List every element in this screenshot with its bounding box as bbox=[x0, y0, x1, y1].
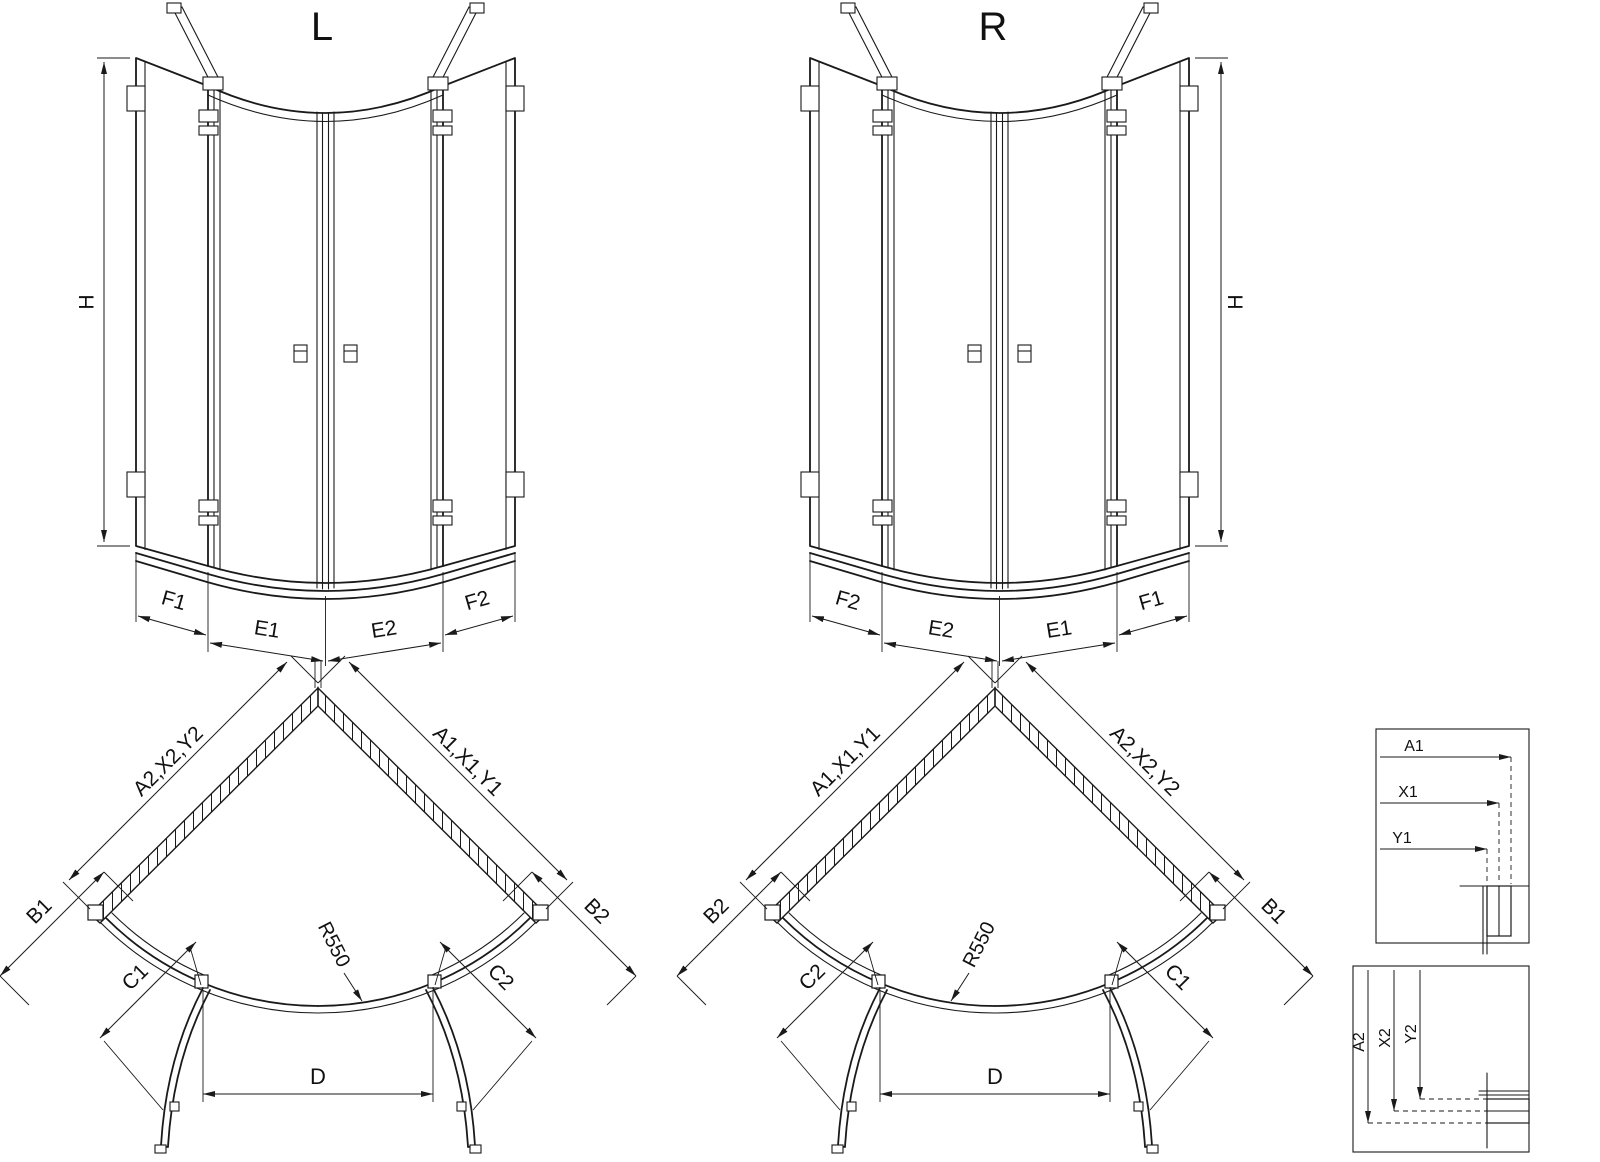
front-left-geometry bbox=[97, 3, 524, 666]
plan-right-entry-label: D bbox=[987, 1064, 1003, 1089]
detail-x1-label: X1 bbox=[1398, 784, 1418, 801]
detail-a2-label: A2 bbox=[1351, 1032, 1368, 1052]
front-left-e1-label: E1 bbox=[253, 616, 282, 643]
front-left-f2-label: F2 bbox=[462, 586, 492, 615]
detail-vertical-border bbox=[1352, 965, 1530, 1153]
plan-view-left: A2,X2,Y2 A1,X1,Y1 B1 B2 C1 C2 R550 D bbox=[0, 656, 636, 1153]
plan-right-b1-label: B1 bbox=[1256, 894, 1290, 928]
plan-left-radius-label: R550 bbox=[313, 918, 354, 971]
detail-vertical: A2 X2 Y2 bbox=[1351, 965, 1530, 1153]
plan-right-radius-label: R550 bbox=[959, 918, 1000, 971]
detail-y2-label: Y2 bbox=[1403, 1024, 1420, 1044]
front-view-right: R H F2 E2 E1 F1 bbox=[801, 3, 1248, 666]
plan-right-wall-right-label: A2,X2,Y2 bbox=[1105, 722, 1184, 801]
plan-left-b1-label: B1 bbox=[22, 894, 56, 928]
front-view-left: L H F1 E1 E2 F2 bbox=[76, 3, 524, 666]
front-right-f1-label: F1 bbox=[1136, 586, 1166, 615]
front-right-h-label: H bbox=[1225, 294, 1248, 309]
plan-left-b2-label: B2 bbox=[579, 894, 613, 928]
plan-left-entry-label: D bbox=[310, 1064, 326, 1089]
plan-view-right: A1,X1,Y1 A2,X2,Y2 B2 B1 C2 C1 R550 D bbox=[677, 656, 1313, 1153]
front-left-f1-label: F1 bbox=[159, 586, 189, 615]
front-right-e2-label: E2 bbox=[927, 616, 956, 643]
detail-y1-label: Y1 bbox=[1392, 830, 1412, 847]
front-right-f2-label: F2 bbox=[833, 586, 863, 615]
detail-horizontal-border bbox=[1375, 728, 1530, 944]
plan-right-wall-left-label: A1,X1,Y1 bbox=[806, 722, 885, 801]
front-right-title: R bbox=[979, 5, 1008, 49]
plan-left-wall-right-label: A1,X1,Y1 bbox=[428, 722, 507, 801]
plan-right-b2-label: B2 bbox=[699, 894, 733, 928]
front-right-geometry bbox=[801, 3, 1228, 666]
front-left-e2-label: E2 bbox=[369, 616, 398, 643]
front-left-h-label: H bbox=[76, 294, 99, 309]
front-left-title: L bbox=[311, 5, 333, 49]
detail-x2-label: X2 bbox=[1377, 1028, 1394, 1048]
detail-a1-label: A1 bbox=[1404, 738, 1424, 755]
front-right-e1-label: E1 bbox=[1044, 616, 1073, 643]
plan-left-wall-left-label: A2,X2,Y2 bbox=[129, 722, 208, 801]
detail-horizontal: A1 X1 Y1 bbox=[1375, 728, 1530, 955]
